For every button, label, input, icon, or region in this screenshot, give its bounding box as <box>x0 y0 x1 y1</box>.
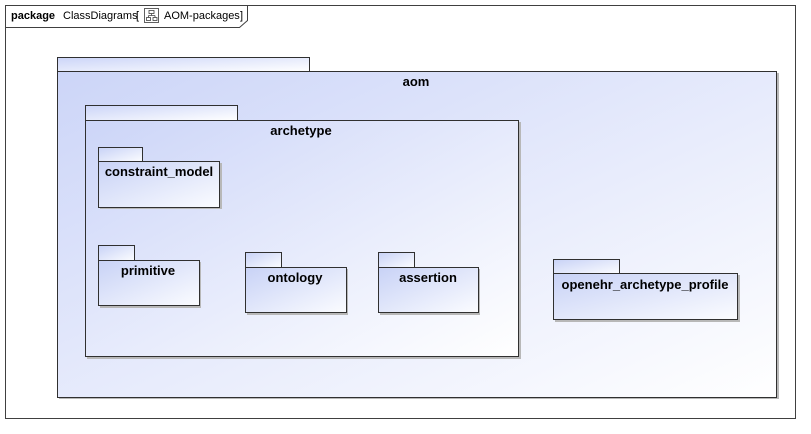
frame-keyword: package <box>11 10 55 22</box>
frame-name: ClassDiagrams <box>63 10 138 22</box>
package-assertion[interactable]: assertion <box>378 252 481 316</box>
package-primitive-label: primitive <box>121 263 175 278</box>
package-ontology[interactable]: ontology <box>245 252 349 316</box>
frame-bracket-close: ] <box>240 10 243 22</box>
package-openehr-archetype-profile-label: openehr_archetype_profile <box>562 277 729 292</box>
package-primitive[interactable]: primitive <box>98 245 202 309</box>
frame-bracket-open: [ <box>136 10 139 22</box>
package-constraint-model[interactable]: constraint_model <box>98 147 223 210</box>
class-diagram-icon <box>144 8 159 23</box>
package-archetype-label: archetype <box>270 123 331 138</box>
package-archetype[interactable]: archetype <box>85 105 522 360</box>
package-aom-label: aom <box>403 74 430 89</box>
package-assertion-label: assertion <box>399 270 457 285</box>
package-ontology-label: ontology <box>268 270 324 285</box>
frame-diagram-name: AOM-packages <box>164 10 240 22</box>
package-constraint-model-label: constraint_model <box>105 164 213 179</box>
package-openehr-archetype-profile[interactable]: openehr_archetype_profile <box>553 259 741 323</box>
